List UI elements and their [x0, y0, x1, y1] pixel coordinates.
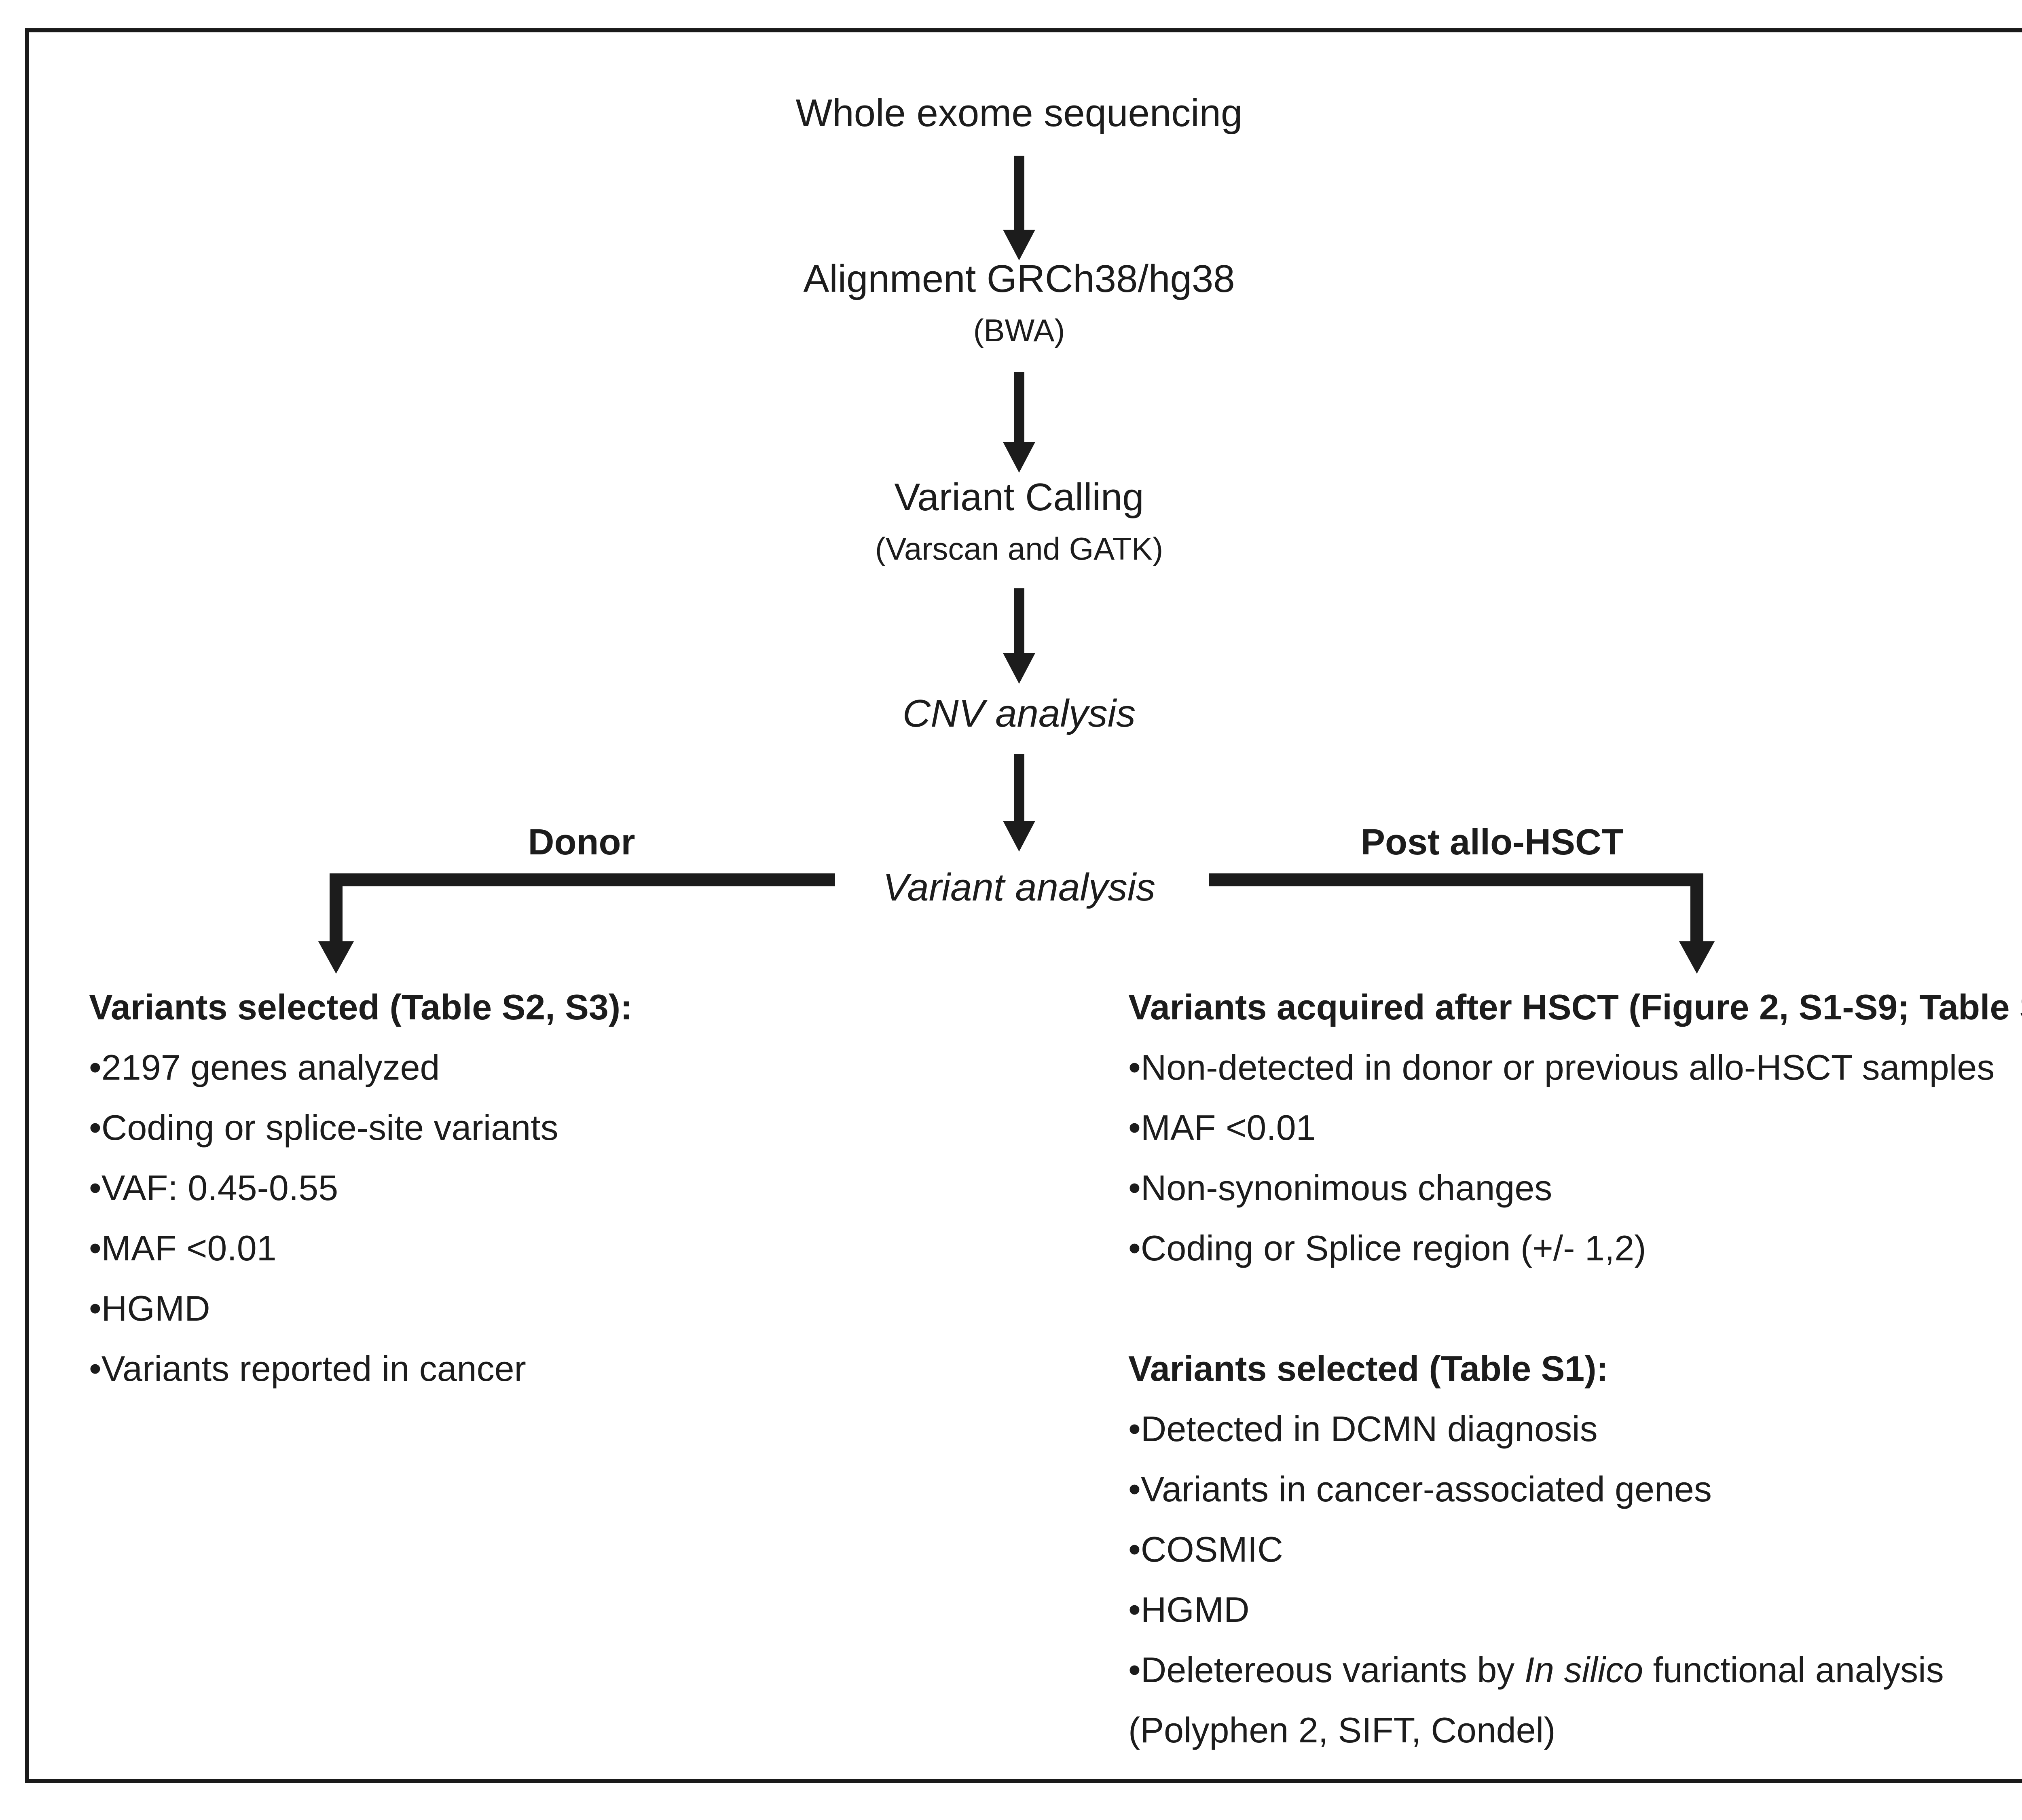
node-whole-exome-sequencing: Whole exome sequencing [795, 91, 1243, 135]
list-item: •MAF <0.01 [89, 1228, 277, 1268]
node-cnv-analysis: CNV analysis [902, 692, 1136, 735]
list-item-italic: In silico [1524, 1650, 1643, 1690]
arrow-down-3-stem [1014, 588, 1024, 654]
left-connector-bar [330, 873, 835, 886]
list-item-suffix: functional analysis [1643, 1650, 1944, 1690]
branch-label-post-allo-hsct: Post allo-HSCT [1360, 822, 1624, 862]
node-variant-calling-tools: (Varscan and GATK) [875, 531, 1163, 567]
arrow-down-1-icon [1003, 230, 1035, 260]
list-item: •Detected in DCMN diagnosis [1128, 1409, 1598, 1449]
right-panel-subheader: Variants selected (Table S1): [1128, 1349, 1608, 1389]
list-item: •HGMD [1128, 1590, 1250, 1630]
arrow-down-4-icon [1003, 821, 1035, 852]
panel-gap [1128, 1278, 2022, 1338]
list-item: •Coding or splice-site variants [89, 1108, 558, 1148]
list-item: •Variants in cancer-associated genes [1128, 1469, 1712, 1509]
left-connector-stem [330, 873, 343, 942]
arrow-down-4-stem [1014, 754, 1024, 822]
right-connector-arrow-icon [1679, 941, 1715, 974]
arrow-down-2-stem [1014, 372, 1024, 443]
right-connector-stem [1690, 873, 1703, 942]
arrow-down-3-icon [1003, 653, 1035, 684]
list-item: •VAF: 0.45-0.55 [89, 1168, 338, 1208]
arrow-down-2-icon [1003, 442, 1035, 473]
list-item: •Coding or Splice region (+/- 1,2) [1128, 1228, 1646, 1268]
right-panel-header-bold: Variants acquired after HSCT (Figure 2, … [1128, 987, 2022, 1027]
list-item: •MAF <0.01 [1128, 1108, 1316, 1148]
left-panel-header: Variants selected (Table S2, S3): [89, 987, 632, 1027]
list-item-continuation: (Polyphen 2, SIFT, Condel) [1128, 1710, 1556, 1750]
list-item: •2197 genes analyzed [89, 1047, 440, 1087]
right-connector-bar [1209, 873, 1703, 886]
node-variant-calling: Variant Calling [894, 476, 1144, 519]
list-item: •Variants reported in cancer [89, 1349, 526, 1389]
node-alignment: Alignment GRCh38/hg38 [803, 257, 1235, 300]
node-alignment-tool: (BWA) [973, 313, 1065, 348]
right-panel: Variants acquired after HSCT (Figure 2, … [1128, 977, 2022, 1760]
branch-label-donor: Donor [528, 822, 635, 862]
list-item-prefix: •Deletereous variants by [1128, 1650, 1525, 1690]
left-connector-arrow-icon [318, 941, 354, 974]
list-item-mixed: •Deletereous variants by In silico funct… [1128, 1640, 2022, 1700]
list-item: •HGMD [89, 1288, 210, 1328]
left-panel: Variants selected (Table S2, S3): •2197 … [89, 977, 632, 1399]
right-panel-header: Variants acquired after HSCT (Figure 2, … [1128, 977, 2022, 1037]
list-item: •Non-detected in donor or previous allo-… [1128, 1047, 1995, 1087]
arrow-down-1-stem [1014, 156, 1024, 230]
figure-border [25, 28, 2022, 1783]
node-variant-analysis: Variant analysis [882, 866, 1156, 909]
list-item: •COSMIC [1128, 1529, 1283, 1569]
list-item: •Non-synonimous changes [1128, 1168, 1552, 1208]
